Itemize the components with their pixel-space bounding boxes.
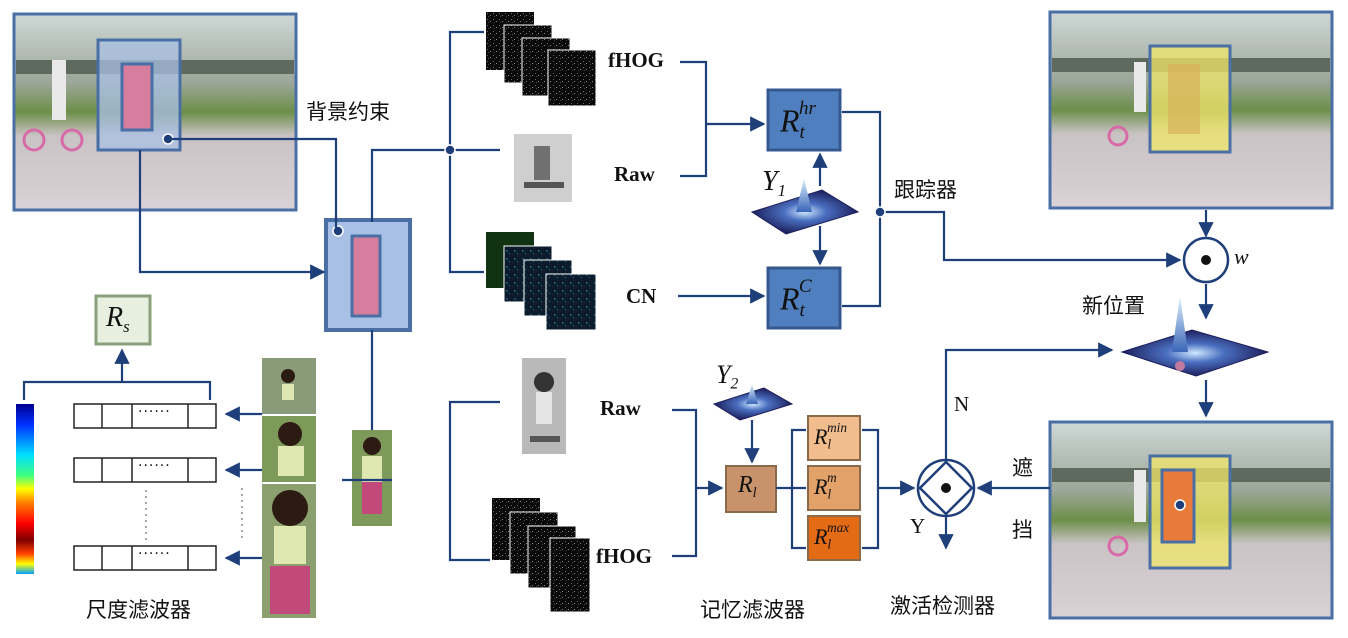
tracker-label: 跟踪器 [894,178,957,202]
r-l-label: Rl [738,472,757,502]
connectors [22,30,1214,566]
gaussian-y2 [712,384,794,421]
weight-fusion-symbol [1182,236,1230,284]
fhog-top-label: fHOG [608,48,664,72]
scale-sample-vectors [73,403,217,571]
person-figure [52,60,66,120]
input-frame-photo [12,12,298,212]
r-t-c-label: RtC [780,276,812,321]
gaussian-y1 [750,178,860,235]
branch-n-label: N [954,392,970,416]
scale-filter-label: 尺度滤波器 [86,598,191,622]
target-box [120,62,154,132]
y1-label: Y1 [762,166,786,200]
vector-dots-2: ······ [138,458,171,474]
junction-dots [444,144,886,218]
new-position-response-map [1120,296,1270,377]
occlusion-label-top: 遮 [1012,456,1033,480]
vector-ellipsis-lines [145,488,243,540]
scale-colorbar [16,404,34,574]
new-frame-photo [1048,10,1334,210]
raw-grayscale-image-top [514,134,572,202]
r-t-hr-label: Rthr [780,98,816,143]
vector-dots-1: ······ [138,404,171,420]
center-crop-photo [324,218,412,332]
vector-dots-3: ······ [138,546,171,562]
raw-top-label: Raw [614,162,655,186]
bicycle-figure [22,128,46,152]
fhog-bottom-label: fHOG [596,544,652,568]
tracker-filter-c-box [766,266,842,330]
r-l-m-label: Rlm [814,470,837,502]
fhog-feature-maps-top [486,12,597,107]
y2-label: Y2 [716,360,739,393]
fhog-feature-maps-bottom [492,498,591,613]
occlusion-frame-photo [1048,420,1334,620]
r-l-min-label: Rlmin [814,420,847,452]
scale-filter-rs-box [94,294,152,346]
weight-w-label: w [1234,244,1249,269]
branch-y-label: Y [910,514,926,538]
activation-detector-symbol [916,458,976,518]
scale-sample-crops [262,358,316,618]
tracker-filter-hr-box [766,88,842,152]
raw-bottom-label: Raw [600,396,641,420]
cn-label: CN [626,284,657,308]
background-constraint-label: 背景约束 [306,100,390,124]
cn-feature-maps [486,232,597,331]
r-l-max-label: Rlmax [814,520,850,552]
r-s-label: Rs [106,302,130,336]
occlusion-label-bottom: 挡 [1012,518,1033,542]
activation-detector-label: 激活检测器 [890,594,995,618]
memory-filter-label: 记忆滤波器 [700,598,805,622]
raw-grayscale-image-bottom [522,358,566,454]
new-position-label: 新位置 [1082,294,1145,318]
center-target-crop [352,430,392,526]
